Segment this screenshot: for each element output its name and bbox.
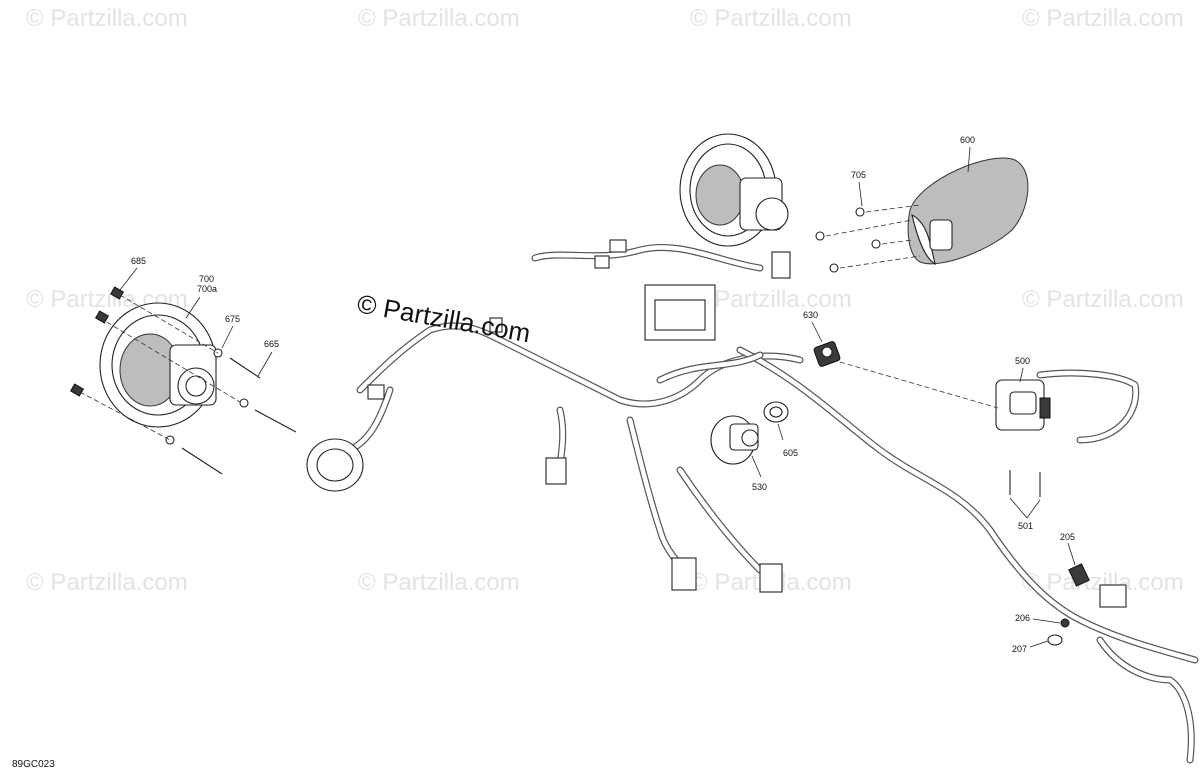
callout-205: 205: [1060, 532, 1075, 542]
diagram-code: 89GC023: [12, 759, 55, 770]
switch-530: [710, 415, 759, 465]
callout-675: 675: [225, 314, 240, 324]
callout-501: 501: [1018, 521, 1033, 531]
callout-600: 600: [960, 135, 975, 145]
switch-630: [813, 341, 841, 367]
connector: [771, 251, 791, 279]
callout-705: 705: [851, 170, 866, 180]
callout-630: 630: [803, 310, 818, 320]
connector: [1099, 584, 1127, 608]
watermark: © Partzilla.com: [358, 569, 520, 596]
screws-501: [1009, 470, 1041, 497]
callout-labels: 685 700 700a 675 665 600 705 630 500 605…: [131, 135, 1075, 654]
washer-207: [1047, 634, 1063, 646]
callout-665: 665: [264, 339, 279, 349]
callout-700a: 700a: [197, 284, 217, 294]
callout-500: 500: [1015, 356, 1030, 366]
relay-box-inner: [654, 299, 706, 331]
right-headlight: [679, 133, 789, 247]
connector: [545, 457, 567, 485]
watermark: © Partzilla.com: [26, 5, 188, 32]
watermark-grid: © Partzilla.com © Partzilla.com © Partzi…: [26, 5, 1184, 596]
callout-530: 530: [752, 482, 767, 492]
callout-700: 700: [199, 274, 214, 284]
watermark: © Partzilla.com: [358, 5, 520, 32]
watermark: © Partzilla.com: [1022, 286, 1184, 313]
connector: [489, 317, 503, 333]
cover-600-screws: [815, 204, 921, 273]
watermark: © Partzilla.com: [690, 286, 852, 313]
dash-630-500: [839, 361, 999, 409]
leader-lines: [119, 146, 1076, 648]
screw-206: [1060, 618, 1070, 628]
nut-605: [763, 401, 789, 423]
connector: [671, 557, 697, 591]
left-headlight: [99, 302, 217, 428]
left-headlight-screws: [69, 286, 297, 475]
handlebar-switch-500: [995, 379, 1051, 431]
connector: [609, 239, 627, 253]
callout-685: 685: [131, 256, 146, 266]
watermark-main: © Partzilla.com: [355, 288, 533, 348]
left-headlight-dash-lines: [79, 294, 241, 441]
callout-207: 207: [1012, 644, 1027, 654]
callout-206: 206: [1015, 613, 1030, 623]
cover-600: [907, 157, 1029, 266]
connector: [759, 563, 783, 593]
clamp-205: [1068, 563, 1090, 587]
watermark: © Partzilla.com: [690, 5, 852, 32]
connector: [594, 255, 610, 269]
callout-605: 605: [783, 448, 798, 458]
harness-grommet: [306, 438, 364, 492]
harness-connectors: [367, 239, 1127, 608]
watermark: © Partzilla.com: [26, 569, 188, 596]
watermark: © Partzilla.com: [1022, 5, 1184, 32]
connector: [367, 384, 385, 400]
